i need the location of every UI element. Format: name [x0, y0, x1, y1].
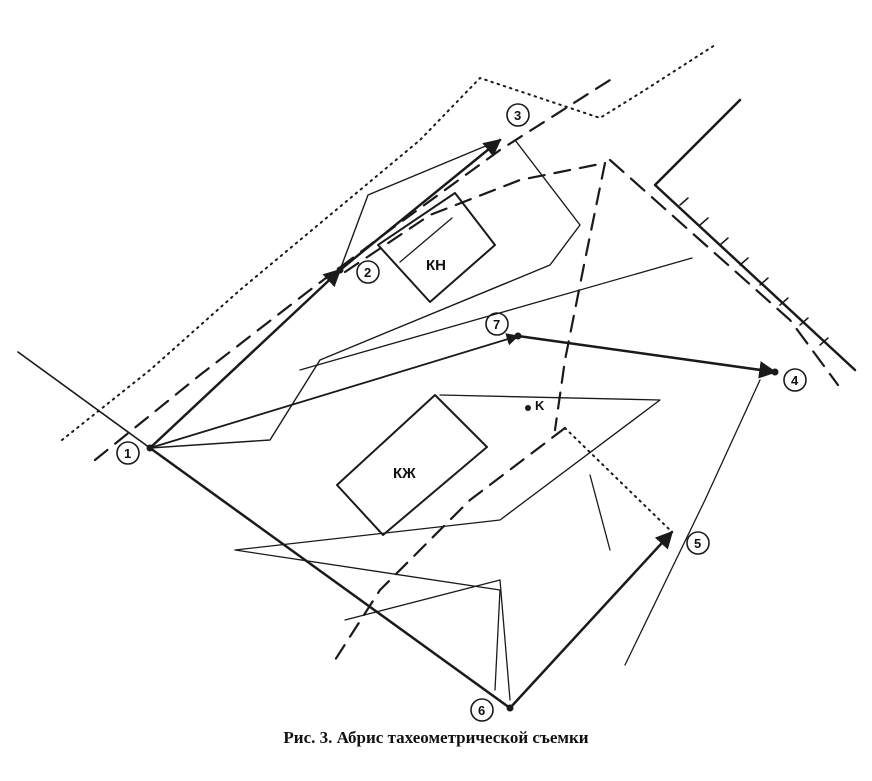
dashed-lower-edge — [333, 426, 567, 662]
building-kn: КН — [377, 192, 496, 303]
svg-text:3: 3 — [514, 108, 521, 123]
sight-left — [17, 351, 151, 449]
station-7: 7 — [485, 312, 522, 340]
dashed-road-edge — [93, 78, 612, 462]
traverse-1-6 — [148, 446, 512, 710]
sight-4 — [299, 257, 693, 371]
sight-2 — [339, 139, 501, 271]
svg-text:5: 5 — [694, 536, 701, 551]
station-3: 3 — [506, 103, 530, 127]
road-edge-ticks — [679, 197, 829, 346]
traverse-1-2 — [148, 268, 342, 450]
building-kzh: КЖ — [336, 394, 488, 536]
svg-text:1: 1 — [124, 446, 131, 461]
building-kzh-label: КЖ — [393, 465, 416, 482]
traverse-2-3 — [338, 138, 502, 272]
sight-kzh — [234, 394, 661, 691]
point-k-label: K — [535, 398, 545, 413]
station-4: 4 — [771, 368, 807, 392]
svg-text:4: 4 — [791, 373, 799, 388]
sight-5 — [589, 474, 611, 551]
station-6: 6 — [470, 698, 514, 722]
traverse-1-7 — [149, 333, 520, 449]
sight-6 — [344, 579, 511, 701]
sight-3 — [149, 139, 581, 449]
point-k-dot — [525, 405, 531, 411]
station-2: 2 — [336, 260, 380, 284]
sight-4-down — [624, 379, 761, 666]
svg-text:7: 7 — [493, 317, 500, 332]
traverse-7-4 — [516, 334, 777, 379]
station-5: 5 — [686, 531, 710, 555]
dashed-top-edge — [343, 161, 607, 274]
svg-text:6: 6 — [478, 703, 485, 718]
road-edge-outer — [653, 98, 857, 372]
svg-text:2: 2 — [364, 265, 371, 280]
dotted-corner-5 — [564, 427, 673, 533]
building-kn-label: КН — [426, 257, 446, 274]
dashed-road-edge-right — [608, 158, 840, 387]
dashed-center-line — [553, 161, 607, 432]
station-1: 1 — [116, 441, 154, 465]
traverse-6-5 — [508, 530, 674, 710]
figure-caption: Рис. 3. Абрис тахеометрической съемки — [283, 728, 589, 747]
